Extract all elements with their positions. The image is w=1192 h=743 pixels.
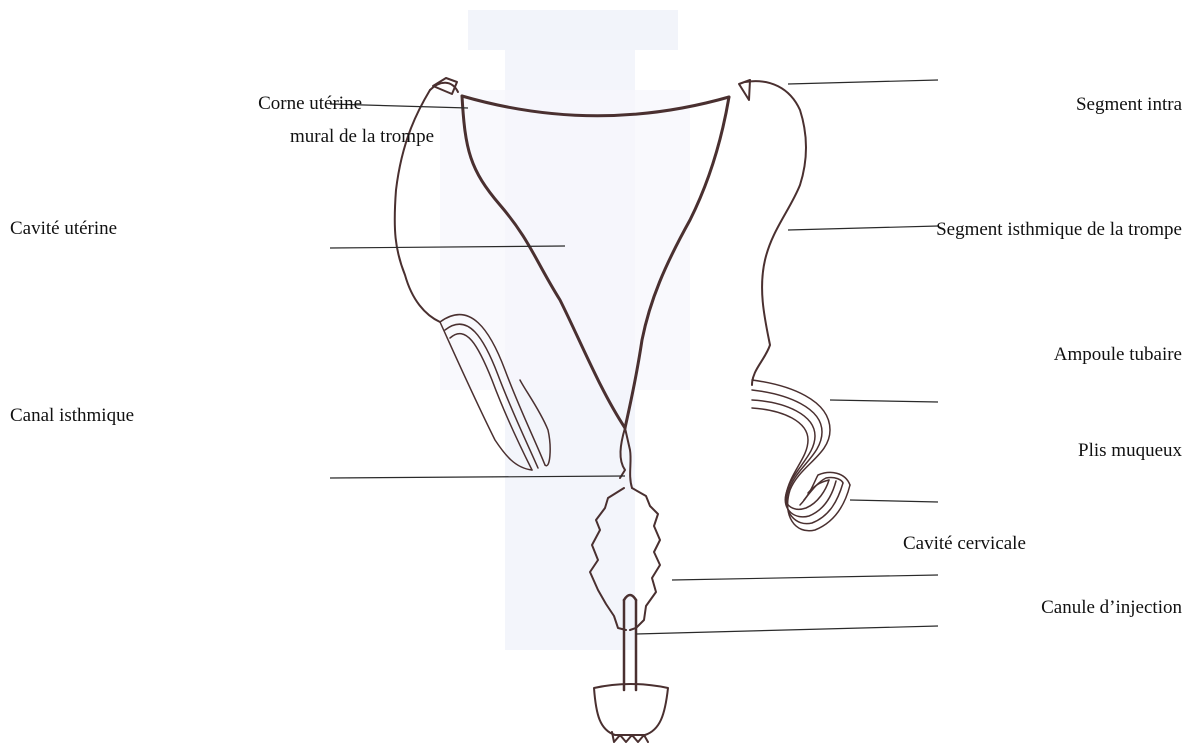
uterine-cavity-outline (462, 96, 729, 428)
leader-line-cavite-cervicale (672, 575, 938, 580)
leader-line-canule-injection (636, 626, 938, 634)
label-corne-uterine: Corne utérine (150, 93, 362, 115)
label-cavite-uterine: Cavité utérine (10, 218, 117, 240)
cannula-cup (594, 684, 668, 742)
label-ampoule-tubaire: Ampoule tubaire (900, 344, 1182, 366)
leader-line-ampoule-tubaire (830, 400, 938, 402)
left-tube-coil (440, 315, 550, 470)
label-canule-injection: Canule d’injection (900, 597, 1182, 619)
label-canal-isthmique: Canal isthmique (10, 405, 134, 427)
isthmus-canal (620, 428, 632, 488)
label-segment-isthmique: Segment isthmique de la trompe (800, 219, 1182, 241)
label-mural-de-la-trompe: mural de la trompe (200, 126, 434, 148)
leader-line-segment-intra (788, 80, 938, 84)
right-tube-coil (752, 380, 850, 531)
leader-line-canal-isthmique (330, 476, 625, 478)
label-cavite-cervicale: Cavité cervicale (903, 533, 1026, 555)
left-tube-outline (395, 78, 458, 322)
leader-line-plis-muqueux (850, 500, 938, 502)
leader-lines (330, 80, 938, 634)
injection-cannula (624, 595, 636, 690)
right-tube-outline (739, 80, 806, 385)
label-plis-muqueux: Plis muqueux (900, 440, 1182, 462)
label-segment-intra: Segment intra (880, 94, 1182, 116)
